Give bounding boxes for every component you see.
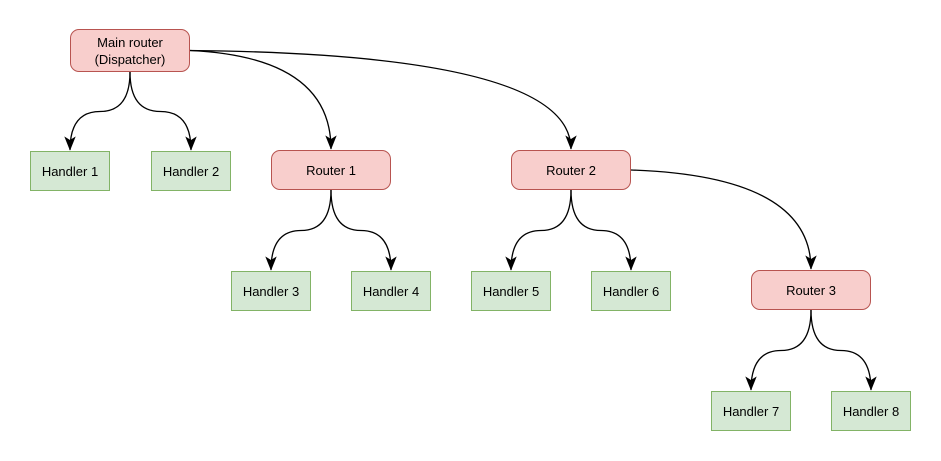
node-handler-3: Handler 3 (231, 271, 311, 311)
node-router-2: Router 2 (511, 150, 631, 190)
handler-5-label: Handler 5 (482, 283, 540, 299)
edge-router-2-to-router-3 (630, 169, 817, 270)
router-2-label: Router 2 (546, 162, 596, 178)
edge-router-2-to-handler-6 (570, 189, 637, 271)
handler-3-label: Handler 3 (242, 283, 300, 299)
edge-router-2-to-handler-5 (505, 189, 572, 271)
node-handler-5: Handler 5 (471, 271, 551, 311)
edge-main-router-to-router-2 (189, 49, 577, 150)
main-router-label-line1: Main router (97, 34, 163, 50)
handler-6-label: Handler 6 (602, 283, 660, 299)
edge-router-3-to-handler-7 (745, 309, 812, 391)
node-router-1: Router 1 (271, 150, 391, 190)
handler-4-label: Handler 4 (362, 283, 420, 299)
router-3-label: Router 3 (786, 282, 836, 298)
node-handler-7: Handler 7 (711, 391, 791, 431)
node-handler-2: Handler 2 (151, 151, 231, 191)
node-handler-6: Handler 6 (591, 271, 671, 311)
edge-router-1-to-handler-3 (265, 189, 332, 271)
edge-main-router-to-router-1 (189, 49, 337, 150)
handler-8-label: Handler 8 (842, 403, 900, 419)
edge-router-3-to-handler-8 (810, 309, 877, 391)
main-router-label-line2: (Dispatcher) (94, 51, 166, 67)
edge-router-1-to-handler-4 (330, 189, 397, 271)
edge-main-router-to-handler-2 (129, 71, 197, 151)
node-handler-1: Handler 1 (30, 151, 110, 191)
node-main-router: Main router (Dispatcher) (70, 29, 190, 72)
router-1-label: Router 1 (306, 162, 356, 178)
node-handler-8: Handler 8 (831, 391, 911, 431)
node-router-3: Router 3 (751, 270, 871, 310)
handler-7-label: Handler 7 (722, 403, 780, 419)
node-handler-4: Handler 4 (351, 271, 431, 311)
edge-main-router-to-handler-1 (64, 71, 131, 151)
handler-1-label: Handler 1 (41, 163, 99, 179)
handler-2-label: Handler 2 (162, 163, 220, 179)
